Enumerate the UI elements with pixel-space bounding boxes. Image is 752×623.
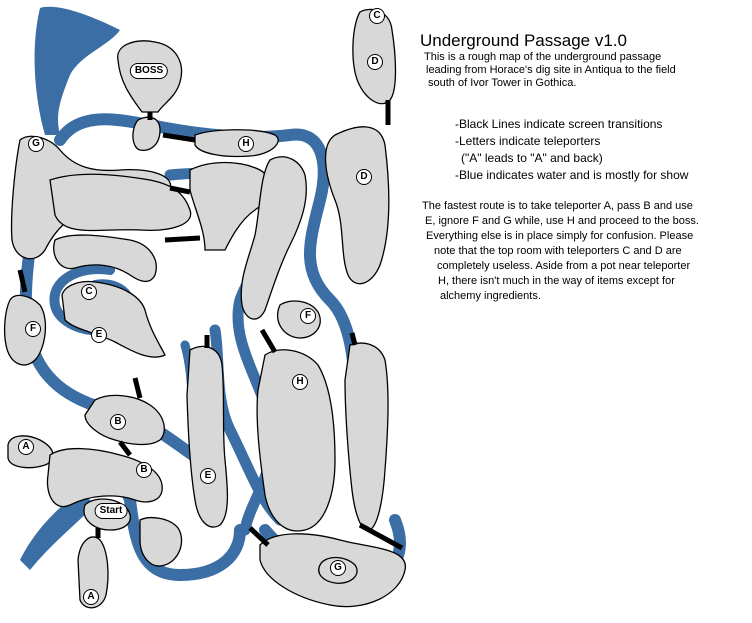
teleporter-d-top: D [367,54,383,70]
transition-upper-center [169,185,191,195]
teleporter-e-lower: E [200,468,216,484]
intro-text: This is a rough map of the underground p… [424,51,676,90]
room-center-tall [189,161,270,251]
teleporter-d-right: D [356,169,372,185]
intro-line: south of Ivor Tower in Gothica. [428,77,577,89]
transition-center-arc [164,235,201,243]
underground-map: BOSS Start C D G H D C F E F H B A B E G… [3,6,406,609]
boss-label: BOSS [129,63,169,79]
intro-line: leading from Horace's dig site in Antiqu… [426,64,676,76]
transition-bottom-g-right [358,522,404,551]
teleporter-a-left: A [18,439,34,455]
room-middle-column-e [186,345,229,528]
transition-right-lower [349,332,358,346]
transition-b-lower [118,440,132,457]
route-line: alchemy ingredients. [440,290,541,302]
route-line: The fastest route is to take teleporter … [422,200,693,212]
teleporter-h-top: H [238,136,254,152]
teleporter-e-mid: E [91,327,107,343]
room-right-lower [344,342,389,532]
route-notes: The fastest route is to take teleporter … [422,199,699,304]
room-mid-left-arc [53,234,157,283]
intro-line: This is a rough map of the underground p… [424,51,662,63]
transition-f-h [259,328,278,354]
teleporter-b-upper: B [110,414,126,430]
legend-line: -Blue indicates water and is mostly for … [455,168,689,182]
route-line: Everything else is in place simply for c… [426,230,694,242]
room-bottom-u [139,517,183,567]
map-drawing [3,6,406,609]
teleporter-f-left: F [25,321,41,337]
transition-b-upper [132,377,143,399]
legend-line: -Black Lines indicate screen transitions [455,117,663,131]
legend-line: ("A" leads to "A" and back) [461,151,603,165]
route-line: note that the top room with teleporters … [434,245,682,257]
teleporter-h-center: H [292,374,308,390]
legend-line: -Letters indicate teleporters [455,134,601,148]
rooms-layer [3,8,406,609]
room-below-boss [132,116,161,151]
teleporter-f-right: F [300,308,316,324]
teleporter-b-lower: B [136,462,152,478]
room-right-d [324,126,390,285]
transition-bottom-g-left [248,526,270,547]
start-label: Start [94,503,128,519]
water-top-left [34,6,120,136]
room-upper-middle [49,173,192,232]
legend: -Black Lines indicate screen transitions… [455,116,688,184]
water-bottom-left [20,490,95,570]
room-c-e-curl [61,280,166,358]
page-title: Underground Passage v1.0 [420,31,627,50]
teleporter-c-mid: C [81,284,97,300]
room-right-column [240,156,307,320]
route-line: H, there isn't much in the way of items … [438,275,675,287]
room-center-h [256,349,336,532]
room-h-top [194,129,279,158]
route-line: completely useless. Aside from a pot nea… [437,260,691,272]
teleporter-g-left: G [28,136,44,152]
teleporter-c-top: C [369,8,385,24]
route-line: E, ignore F and G while, use H and proce… [425,215,699,227]
transitions-layer [17,100,404,551]
room-b-lower [46,447,163,508]
teleporter-g-bottom: G [330,560,346,576]
transition-left-column [17,269,28,293]
teleporter-a-bottom: A [83,589,99,605]
transition-h-left [162,132,196,143]
